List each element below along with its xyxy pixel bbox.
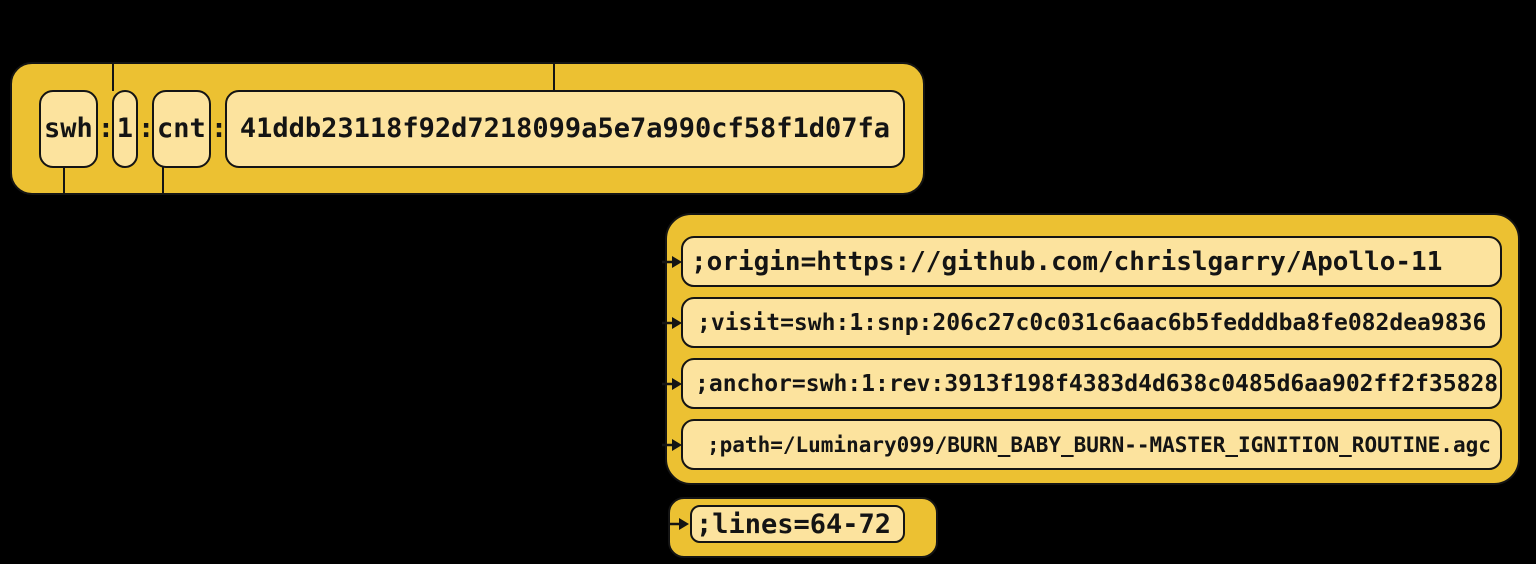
connector-line-version (112, 64, 114, 91)
separator-colon: : (97, 112, 115, 144)
connector-line-object-type (162, 166, 164, 193)
qualifier-box-visit: ;visit=swh:1:snp:206c27c0c031c6aac6b5fed… (681, 297, 1502, 348)
qualifier-row-visit: ;visit=swh:1:snp:206c27c0c031c6aac6b5fed… (662, 297, 1502, 348)
object-id-label: 41ddb23118f92d7218099a5e7a990cf58f1d07fa (239, 113, 891, 144)
qualifier-path-text: ;path=/Luminary099/BURN_BABY_BURN--MASTE… (707, 432, 1491, 457)
connector-line-object-id (553, 64, 555, 91)
object-id-box: 41ddb23118f92d7218099a5e7a990cf58f1d07fa (224, 89, 906, 168)
object-type-box: cnt (152, 89, 211, 168)
qualifiers-group: ;origin=https://github.com/chrislgarry/A… (662, 213, 1520, 485)
object-type-label: cnt (157, 113, 206, 144)
lines-group: ;lines=64-72 (668, 497, 938, 558)
arrow-right-icon (662, 438, 682, 451)
arrow-right-icon (662, 255, 682, 268)
qualifier-box-origin: ;origin=https://github.com/chrislgarry/A… (681, 236, 1502, 287)
arrow-right-icon (662, 316, 682, 329)
qualifier-anchor-text: ;anchor=swh:1:rev:3913f198f4383d4d638c04… (695, 370, 1499, 397)
scheme-box: swh (39, 89, 98, 168)
qualifier-visit-text: ;visit=swh:1:snp:206c27c0c031c6aac6b5fed… (697, 309, 1487, 336)
separator-colon: : (210, 112, 228, 144)
qualifier-box-path: ;path=/Luminary099/BURN_BABY_BURN--MASTE… (681, 419, 1502, 470)
qualifier-row-anchor: ;anchor=swh:1:rev:3913f198f4383d4d638c04… (662, 358, 1502, 409)
qualifier-row-origin: ;origin=https://github.com/chrislgarry/A… (662, 236, 1502, 287)
arrow-right-icon (662, 377, 682, 390)
qualifier-box-anchor: ;anchor=swh:1:rev:3913f198f4383d4d638c04… (681, 358, 1502, 409)
connector-line-scheme (63, 166, 65, 193)
version-label: 1 (116, 113, 134, 144)
qualifier-box-lines: ;lines=64-72 (690, 505, 905, 543)
core-identifier-group: swh : 1 : cnt : 41ddb23118f92d7218099a5e… (10, 62, 925, 195)
version-box: 1 (111, 89, 139, 168)
arrow-right-icon (669, 518, 689, 530)
qualifier-lines-text: ;lines=64-72 (696, 508, 892, 540)
qualifier-row-path: ;path=/Luminary099/BURN_BABY_BURN--MASTE… (662, 419, 1502, 470)
separator-colon: : (138, 112, 155, 144)
scheme-label: swh (44, 113, 93, 144)
qualifier-origin-text: ;origin=https://github.com/chrislgarry/A… (691, 246, 1443, 277)
